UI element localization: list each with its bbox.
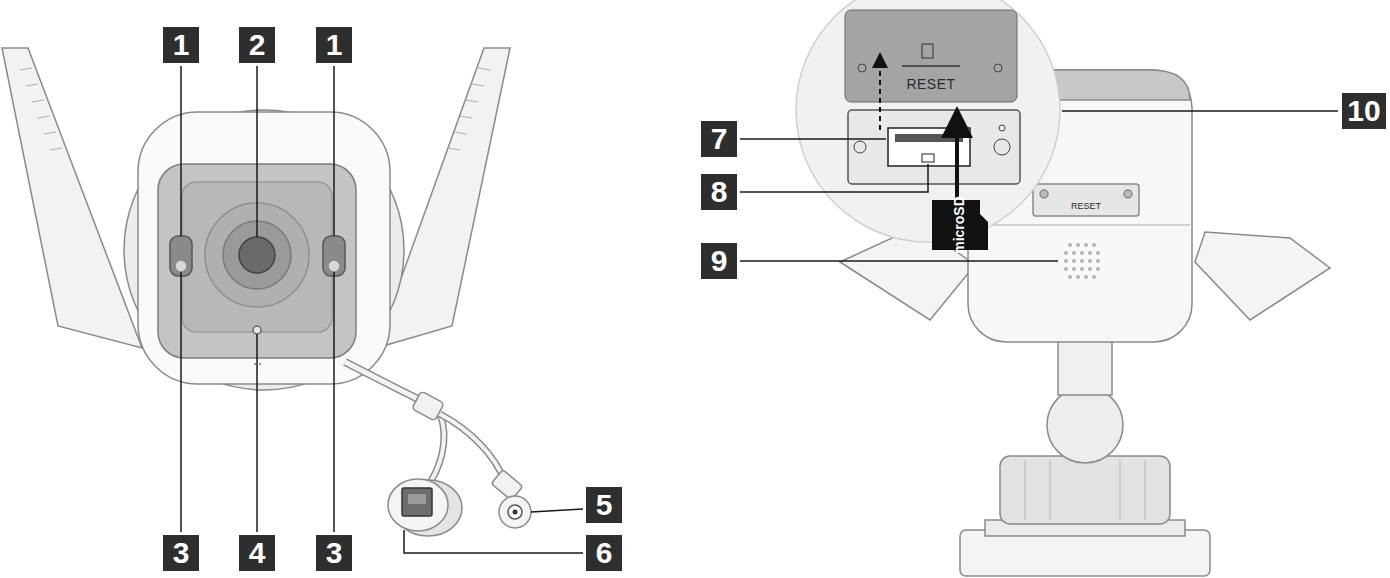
led xyxy=(253,326,261,334)
zoom-detail xyxy=(796,0,1060,250)
callout-number: 1 xyxy=(163,27,199,63)
mount-nut xyxy=(1000,456,1170,524)
callout-number: 4 xyxy=(239,535,275,571)
power-jack xyxy=(499,496,531,528)
speaker-grill xyxy=(1064,243,1100,279)
callout-number: 9 xyxy=(701,243,737,279)
back-view xyxy=(840,70,1330,576)
cover xyxy=(845,10,1017,102)
part-text: RESET xyxy=(1071,201,1101,211)
front-view xyxy=(2,48,531,536)
ir-led xyxy=(170,236,192,276)
antenna-base xyxy=(1195,232,1330,320)
lens xyxy=(239,237,275,273)
callout-number: 2 xyxy=(239,27,275,63)
antenna xyxy=(376,48,510,348)
callout-number: 8 xyxy=(701,174,737,210)
reset-button xyxy=(922,154,934,162)
leader-lines xyxy=(181,66,583,553)
callout-number: 6 xyxy=(586,535,622,571)
callout-number: 7 xyxy=(701,121,737,157)
callout-number: 3 xyxy=(316,535,352,571)
callout-number: 5 xyxy=(586,487,622,523)
callout-number: 1 xyxy=(316,27,352,63)
housing xyxy=(138,112,390,384)
callout-number: 10 xyxy=(1342,93,1386,129)
card-text: microSD xyxy=(951,196,967,254)
body-cover xyxy=(1033,184,1139,216)
leader-lines xyxy=(740,111,1338,261)
antenna xyxy=(2,48,142,348)
part-text: RESET xyxy=(906,76,955,92)
callout-number: 3 xyxy=(163,535,199,571)
ir-led xyxy=(323,236,345,276)
